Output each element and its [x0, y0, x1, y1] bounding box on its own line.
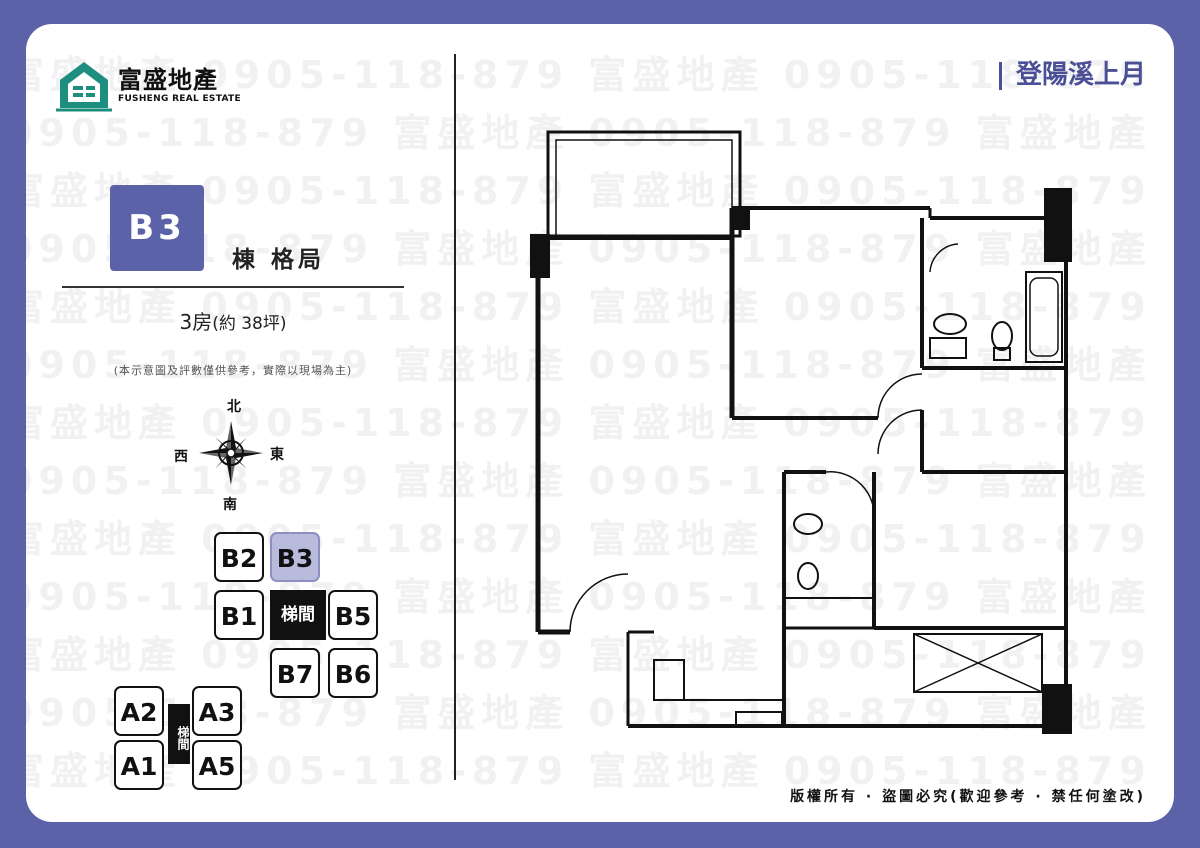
project-title: 登陽溪上月: [998, 54, 1146, 91]
title-bar-accent: [998, 61, 1002, 90]
room-size: (約 38坪): [212, 314, 287, 334]
unit-b7: B7: [270, 648, 320, 698]
unit-b3-active: B3: [270, 532, 320, 582]
disclaimer: (本示意圖及評數僅供參考，實際以現場為主): [113, 364, 353, 377]
compass-east: 東: [270, 447, 284, 463]
copyright-footer: 版權所有 · 盜圖必究(歡迎參考 · 禁任何塗改): [790, 789, 1146, 805]
unit-a3: A3: [192, 686, 242, 736]
unit-a5: A5: [192, 740, 242, 790]
compass: 北 西 東 南: [166, 394, 306, 514]
stairwell-b: 梯間: [270, 590, 326, 640]
unit-b6: B6: [328, 648, 378, 698]
brand-name: 富盛地產: [118, 66, 218, 94]
unit-b5: B5: [328, 590, 378, 640]
unit-b2: B2: [214, 532, 264, 582]
divider-line: [454, 54, 456, 780]
header-underline: [62, 286, 404, 288]
unit-a2: A2: [114, 686, 164, 736]
unit-badge: B3: [110, 185, 204, 271]
floor-plan-drawing: [530, 130, 1072, 734]
floorplan-card: 富盛地產 0905-118-879 富盛地產 0905-118-879 0905…: [26, 24, 1174, 822]
brand-name-en: FUSHENG REAL ESTATE: [118, 94, 241, 104]
compass-south: 南: [223, 497, 237, 513]
compass-north: 北: [227, 399, 241, 415]
project-title-text: 登陽溪上月: [1015, 60, 1146, 90]
layout-label: 棟 格局: [232, 247, 326, 273]
room-info: 3房(約 38坪): [26, 306, 440, 335]
stairwell-a: 梯間: [168, 704, 190, 764]
room-count: 3房: [179, 310, 213, 334]
house-logo-icon: [56, 62, 112, 112]
compass-west: 西: [174, 449, 188, 465]
unit-a1: A1: [114, 740, 164, 790]
brand-logo: 富盛地產 FUSHENG REAL ESTATE: [56, 54, 256, 114]
compass-rose-icon: [199, 421, 263, 485]
unit-b1: B1: [214, 590, 264, 640]
